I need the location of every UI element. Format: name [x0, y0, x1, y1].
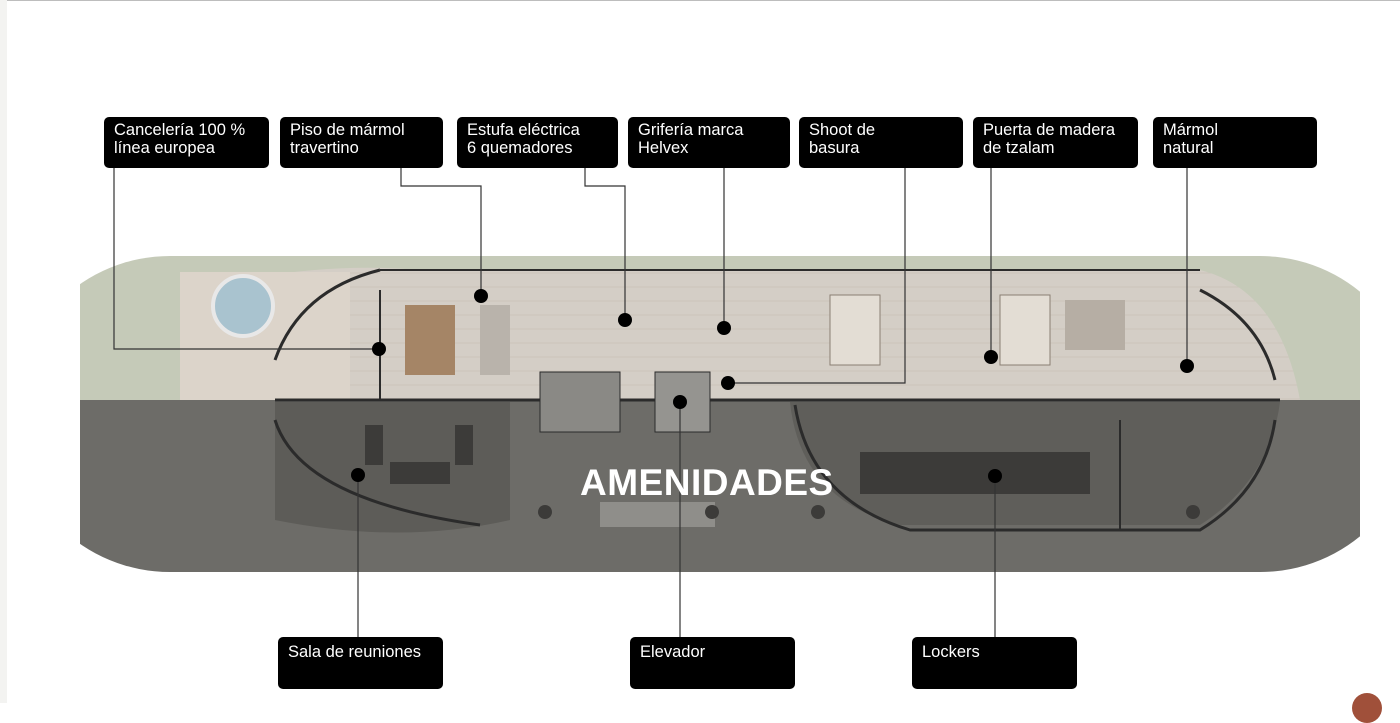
- leader-estufa: [584, 168, 626, 320]
- dot-marmol: [1180, 359, 1194, 373]
- lockers-curve: [793, 404, 1277, 532]
- living-rug: [405, 305, 455, 375]
- dot-canceleria: [372, 342, 386, 356]
- callout-canceleria: Cancelería 100 % línea europea: [104, 117, 269, 168]
- callout-marmol-line1: Mármol: [1163, 121, 1219, 139]
- callout-piso-line1: Piso de mármol: [290, 121, 405, 139]
- dot-estufa: [618, 313, 632, 327]
- wall-curve-right: [1199, 288, 1277, 381]
- leader-piso: [400, 168, 482, 296]
- dot-griferia: [717, 321, 731, 335]
- dot-sala: [351, 468, 365, 482]
- callout-griferia-line2: Helvex: [638, 139, 689, 157]
- furniture: [365, 294, 1200, 527]
- callout-puerta-line2: de tzalam: [983, 139, 1055, 157]
- leader-canceleria: [113, 168, 379, 350]
- top-border: [0, 0, 1400, 1]
- callout-elevador: Elevador: [630, 637, 795, 689]
- corner-badge: [1352, 693, 1382, 723]
- lounge: [1065, 300, 1125, 350]
- bed-1: [829, 294, 881, 366]
- dot-elevador: [673, 395, 687, 409]
- leader-lines: [113, 168, 1188, 637]
- apartment-floor: [230, 267, 1300, 400]
- callout-canceleria-line2: línea europea: [114, 139, 215, 157]
- callout-griferia-line1: Grifería marca: [638, 121, 744, 139]
- stair-core: [539, 371, 621, 433]
- callout-lockers: Lockers: [912, 637, 1077, 689]
- column-1: [538, 505, 552, 519]
- column-3: [811, 505, 825, 519]
- entry-mat: [600, 502, 715, 527]
- sofa: [390, 462, 450, 484]
- dot-piso: [474, 289, 488, 303]
- dot-puerta: [984, 350, 998, 364]
- leader-shoot: [728, 168, 906, 384]
- callout-piso: Piso de mármol travertino: [280, 117, 443, 168]
- callout-estufa-line2: 6 quemadores: [467, 139, 573, 157]
- wall-curve-left: [273, 268, 381, 361]
- callout-puerta-line1: Puerta de madera: [983, 121, 1116, 139]
- meeting-curve: [273, 419, 481, 527]
- lockers-bench: [860, 452, 1090, 494]
- jacuzzi: [211, 274, 275, 338]
- armchair-1: [365, 425, 383, 465]
- bed-2: [999, 294, 1051, 366]
- armchair-2: [455, 425, 473, 465]
- walls: [273, 268, 1280, 532]
- callout-puerta: Puerta de madera de tzalam: [973, 117, 1138, 168]
- left-edge-strip: [0, 0, 7, 703]
- dot-shoot: [721, 376, 735, 390]
- floor-plan: [80, 168, 1360, 637]
- callout-sala: Sala de reuniones: [278, 637, 443, 689]
- dot-lockers: [988, 469, 1002, 483]
- callout-canceleria-line1: Cancelería 100 %: [114, 121, 246, 139]
- callout-piso-line2: travertino: [290, 139, 359, 157]
- callout-shoot-line1: Shoot de: [809, 121, 876, 139]
- callout-marmol-line2: natural: [1163, 139, 1214, 157]
- column-4: [1186, 505, 1200, 519]
- callout-shoot: Shoot de basura: [799, 117, 963, 168]
- callout-dots: [351, 289, 1194, 483]
- callout-griferia: Grifería marca Helvex: [628, 117, 790, 168]
- amenities-title: AMENIDADES: [580, 462, 834, 503]
- callout-estufa-line1: Estufa eléctrica: [467, 121, 580, 139]
- callout-estufa: Estufa eléctrica 6 quemadores: [457, 117, 618, 168]
- callout-shoot-line2: basura: [809, 139, 860, 157]
- column-2: [705, 505, 719, 519]
- callout-marmol: Mármol natural: [1153, 117, 1317, 168]
- dining-table: [480, 305, 510, 375]
